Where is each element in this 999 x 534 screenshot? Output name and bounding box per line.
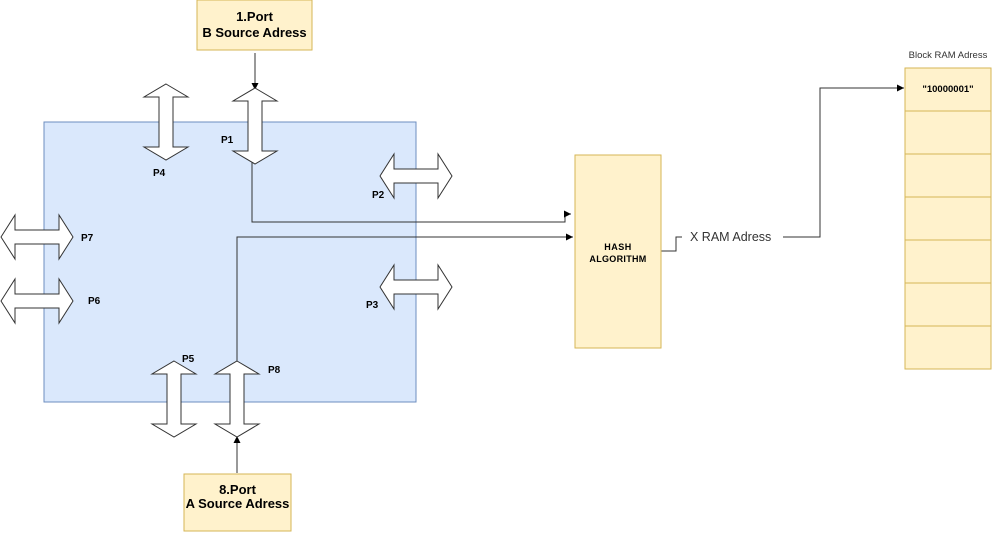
switch-body (43, 121, 417, 403)
port-label-p7: P7 (81, 233, 94, 244)
hash-algorithm-box: HASH ALGORITHM (574, 154, 662, 349)
connector-p1-to-hash (251, 162, 571, 223)
port-b-subtitle: B Source Adress (202, 25, 306, 40)
port-arrow-p4 (142, 83, 190, 161)
port-label-p2: P2 (372, 190, 385, 201)
port-label-p4: P4 (153, 168, 166, 179)
hash-subtitle: ALGORITHM (589, 254, 646, 264)
port-a-title: 8.Port (219, 482, 257, 497)
port-b-title: 1.Port (236, 9, 274, 24)
port-label-p6: P6 (88, 296, 101, 307)
block-ram-cell (904, 325, 992, 370)
port-arrow-p3 (379, 263, 453, 311)
block-ram-cell-value: "10000001" (922, 84, 973, 95)
x-ram-address-label: X RAM Adress (690, 230, 771, 244)
port-arrow-p6 (0, 277, 74, 325)
port-label-p3: P3 (366, 300, 379, 311)
port-label-p8: P8 (268, 365, 281, 376)
block-ram-table: "10000001" (904, 67, 992, 370)
port-arrow-p1 (231, 87, 279, 165)
hash-title: HASH (604, 242, 632, 252)
port-a-source-box: 8.Port A Source Adress (183, 473, 292, 532)
connector-p8-to-hash (236, 233, 573, 364)
block-ram-cell (904, 196, 992, 241)
port-label-p1: P1 (221, 135, 234, 146)
block-ram-cell (904, 282, 992, 327)
port-a-subtitle: A Source Adress (186, 496, 290, 511)
block-ram-title: Block RAM Adress (909, 50, 988, 61)
connector-label-to-ram (783, 84, 904, 238)
port-arrow-p8 (213, 360, 261, 438)
connector-hash-to-label (661, 236, 682, 252)
port-label-p5: P5 (182, 354, 195, 365)
block-ram-cell (904, 239, 992, 284)
port-arrow-p5 (150, 360, 198, 438)
block-ram-cell (904, 153, 992, 198)
port-arrow-p7 (0, 213, 74, 261)
block-ram-cell (904, 110, 992, 155)
port-b-source-box: 1.Port B Source Adress (196, 0, 313, 51)
port-arrow-p2 (379, 152, 453, 200)
